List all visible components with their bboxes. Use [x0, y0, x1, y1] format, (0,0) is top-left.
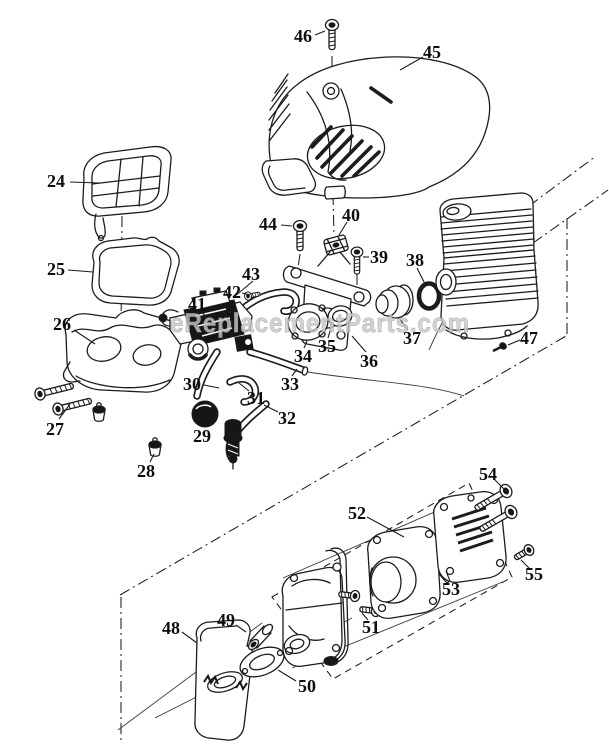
part-number-47: 47 [520, 328, 538, 348]
part-number-37: 37 [403, 328, 421, 348]
part-number-32: 32 [278, 408, 296, 428]
watermark: eReplacementParts.com [170, 308, 470, 338]
part-number-35: 35 [318, 336, 336, 356]
o-ring-38-drawing [416, 281, 442, 311]
base-screw-27a-drawing [33, 379, 76, 402]
leader-line-26 [73, 329, 96, 345]
part-number-38: 38 [406, 250, 424, 270]
part-number-36: 36 [360, 351, 378, 371]
grommet-28-drawing [148, 437, 162, 457]
part-number-52: 52 [348, 503, 366, 523]
leader-line-50 [277, 669, 297, 682]
part-number-45: 45 [423, 42, 441, 62]
leader-line-33 [291, 368, 298, 377]
leader-line-43 [233, 280, 254, 298]
leader-line-55 [520, 559, 530, 569]
part-number-labels: 24 25 26 27 28 29 30 31 32 33 34 35 36 37 38 39 40 41 4243… [46, 26, 543, 696]
cover-vent-hatch [268, 73, 291, 141]
air-filter-stack-drawing [33, 145, 184, 457]
grommet-drawing [92, 402, 106, 422]
part-number-40: 40 [342, 205, 360, 225]
leader-line-35 [327, 327, 332, 339]
muffler-body-drawing [281, 547, 349, 667]
spacer-49-drawing [247, 623, 274, 651]
muffler-assembly-drawing [194, 481, 537, 741]
muffler-cover-drawing [433, 491, 507, 583]
leader-line-45 [399, 56, 424, 71]
leader-line-51 [361, 612, 369, 621]
leader-line-25 [67, 269, 94, 273]
gasket-35-drawing [327, 305, 353, 327]
base-screw-27b-drawing [51, 394, 94, 417]
cover-screw-46-drawing [324, 18, 340, 51]
part-number-44: 44 [259, 214, 277, 234]
part-number-48: 48 [162, 618, 180, 638]
leader-line-24 [69, 181, 101, 184]
part-number-25: 25 [47, 259, 65, 279]
part-number-50: 50 [298, 676, 316, 696]
leader-line-30 [203, 384, 220, 389]
leader-line-28 [149, 453, 155, 463]
purge-valve-drawing [223, 419, 243, 470]
leader-line-36 [351, 335, 367, 353]
leader-line-29 [204, 420, 207, 428]
leader-line-27 [58, 403, 71, 420]
part-number-55: 55 [525, 564, 543, 584]
leader-line-52 [366, 516, 405, 538]
intake-boot-37-drawing [375, 284, 414, 319]
part-number-30: 30 [183, 374, 201, 394]
leader-line-34 [303, 340, 308, 349]
leader-line-40 [338, 221, 348, 236]
leader-line-41 [201, 311, 219, 332]
part-number-28: 28 [137, 461, 155, 481]
part-number-26: 26 [53, 314, 71, 334]
bracket-screw-44-drawing [292, 219, 308, 252]
part-number-43: 43 [242, 264, 260, 284]
muffler-screw-55-drawing [511, 542, 537, 564]
leader-line-32 [263, 404, 279, 413]
part-number-27: 27 [46, 419, 64, 439]
leader-line-54 [494, 479, 505, 490]
part-number-53: 53 [442, 579, 460, 599]
part-number-54: 54 [479, 464, 497, 484]
intake-manifold-drawing [282, 219, 442, 351]
part-number-42: 42 [223, 282, 241, 302]
leader-line-46 [314, 30, 326, 36]
part-number-31: 31 [247, 388, 265, 408]
flange-34-drawing [287, 303, 329, 341]
leader-line-44 [280, 224, 293, 227]
part-number-49: 49 [217, 610, 235, 630]
cylinder-screw-47-drawing [492, 342, 507, 353]
cylinder-drawing [435, 192, 539, 353]
part-number-33: 33 [281, 374, 299, 394]
leader-line-42 [241, 292, 251, 296]
part-number-34: 34 [294, 346, 312, 366]
leader-line-38 [416, 267, 427, 287]
leader-line-31 [238, 382, 250, 392]
bracket-screw-39-drawing [350, 246, 364, 275]
leader-line-37 [398, 317, 409, 331]
part-number-29: 29 [193, 426, 211, 446]
part-number-39: 39 [370, 247, 388, 267]
leader-line-47 [507, 339, 521, 346]
part-number-46: 46 [294, 26, 312, 46]
part-number-41: 41 [188, 294, 206, 314]
cover-grille [310, 125, 381, 178]
clip-nut-40-drawing [323, 234, 349, 256]
part-number-51: 51 [362, 617, 380, 637]
muffler-front-half-drawing [367, 526, 441, 619]
air-filter-cover-drawing [261, 18, 491, 200]
muffler-group-boundary [271, 482, 513, 680]
leader-line-48 [181, 631, 198, 644]
leader-line-53 [445, 570, 451, 582]
part-number-24: 24 [47, 171, 65, 191]
leader-line-49 [235, 624, 247, 633]
